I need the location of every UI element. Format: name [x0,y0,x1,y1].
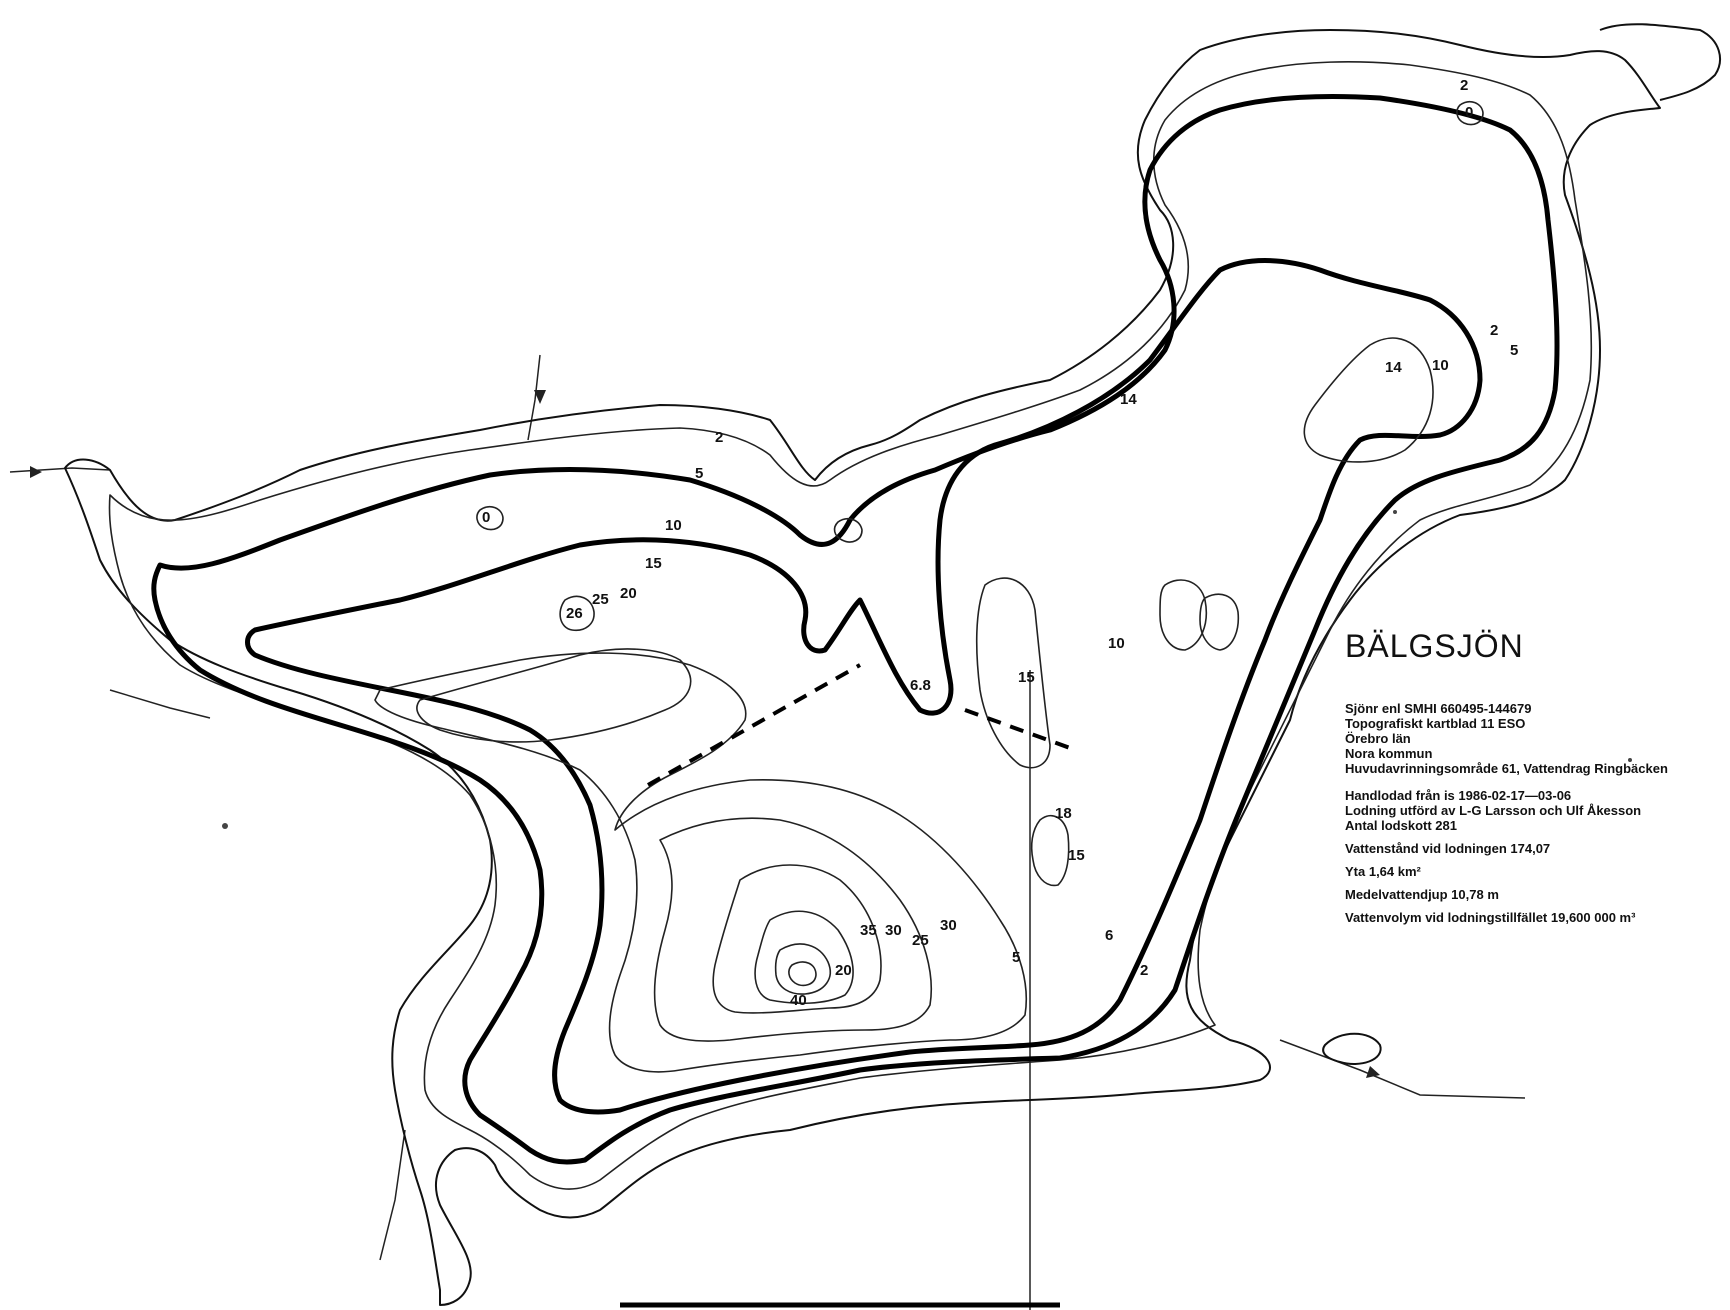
contour-0m-west-islet [476,506,504,531]
depth-label: 6.8 [910,677,931,694]
depth-label: 2 [1460,77,1468,94]
depth-label: 15 [645,555,662,572]
contour-10m [245,258,1483,1115]
stream-arrow-east [1366,1066,1380,1078]
section-line-west [647,663,861,787]
survey-info-line: Nora kommun [1345,746,1433,761]
depth-label: 15 [1018,669,1035,686]
depth-label: 30 [940,917,957,934]
survey-info-gap [1345,776,1730,788]
depth-label: 6 [1105,927,1113,944]
depth-label: 30 [885,922,902,939]
inflow-stream-southwest [109,689,211,719]
survey-info-line: Sjönr enl SMHI 660495-144679 [1345,701,1532,716]
depth-label: 26 [566,605,583,622]
contour-20m-south [653,817,933,1042]
depth-label: 14 [1120,391,1137,408]
depth-label: 2 [1140,962,1148,979]
depth-label: 35 [860,922,877,939]
contour-10m-east-basin [1303,337,1434,463]
northeast-bay [1599,23,1721,101]
contour-0m-northeast-islet [1456,101,1484,126]
depth-label: 0 [1465,104,1473,121]
contour-5m [151,93,1560,1165]
depth-label: 25 [592,591,609,608]
contour-40m [788,961,817,987]
survey-speck [1628,758,1632,762]
depth-label: 18 [1055,805,1072,822]
inflow-stream-north [527,354,541,441]
contour-15m-north-basin [975,577,1051,769]
section-line-east [964,708,1071,750]
contour-30m [754,910,854,1005]
depth-label: 2 [715,429,723,446]
shoreline [64,29,1661,1306]
survey-info-line: Antal lodskott 281 [1345,818,1457,833]
survey-info-line: Lodning utförd av L-G Larsson och Ulf Åk… [1345,803,1642,818]
outflow-stream-east [1279,1039,1526,1099]
contour-26m-islet [559,595,595,632]
survey-info-line: Vattenstånd vid lodningen 174,07 [1345,841,1551,856]
contour-18m-basin [1030,814,1070,887]
survey-info-line: Yta 1,64 km² [1345,864,1421,879]
survey-info-line: Huvudavrinningsområde 61, Vattendrag Rin… [1345,761,1668,776]
contour-35m [774,943,831,995]
survey-info-line: Medelvattendjup 10,78 m [1345,887,1499,902]
contour-15m [374,652,1028,1073]
contour-15m-east-islands [1159,579,1240,651]
stream-arrow-west [30,466,42,478]
depth-label: 5 [1510,342,1518,359]
contour-25m [712,864,882,1014]
depth-label: 5 [695,465,703,482]
depth-label: 10 [1108,635,1125,652]
depth-label: 0 [482,509,490,526]
depth-label: 15 [1068,847,1085,864]
lake-name: BÄLGSJÖN [1345,628,1524,664]
survey-info-line: Handlodad från is 1986-02-17—03-06 [1345,788,1572,803]
inflow-stream-west [9,467,111,473]
contour-2m-north-islet [833,518,863,543]
survey-speck [1393,510,1397,514]
depth-label: 5 [1012,949,1020,966]
survey-info-line: Topografiskt kartblad 11 ESO [1345,716,1526,731]
survey-info-line: Vattenvolym vid lodningstillfället 19,60… [1345,910,1636,925]
depth-label: 25 [912,932,929,949]
survey-info-line: Örebro län [1345,731,1411,746]
depth-label: 14 [1385,359,1402,376]
depth-label: 2 [1490,322,1498,339]
depth-label: 20 [620,585,637,602]
depth-label: 40 [790,992,807,1009]
depth-label: 20 [835,962,852,979]
inflow-stream-south [379,1129,406,1261]
depth-label: 10 [1432,357,1449,374]
stream-arrow-north [534,390,546,404]
island [1322,1032,1382,1065]
contour-2m [108,61,1593,1190]
depth-label: 10 [665,517,682,534]
survey-speck [222,823,228,829]
contour-20m [416,648,692,743]
